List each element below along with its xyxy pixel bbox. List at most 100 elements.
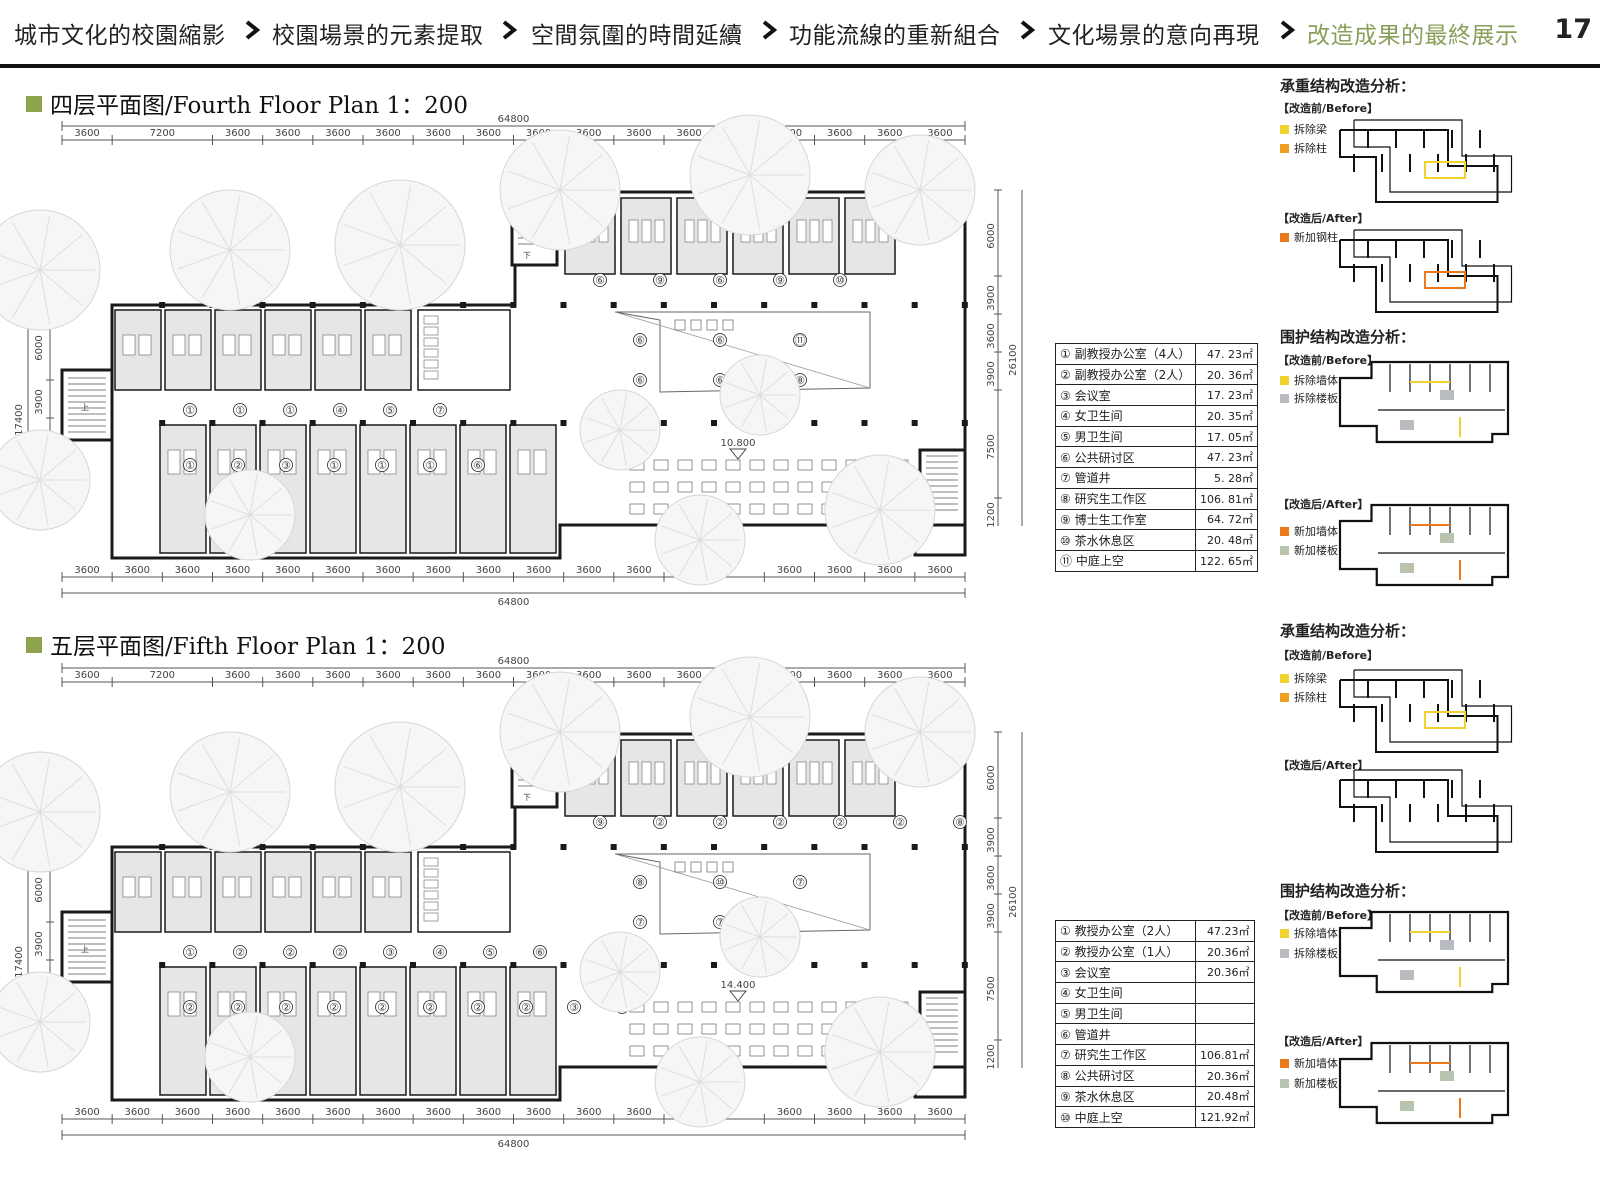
frame-top bbox=[1353, 229, 1513, 303]
room-name: ⑦ 研究生工作区 bbox=[1055, 1044, 1196, 1066]
tree-branch bbox=[872, 714, 921, 733]
room-area: 47. 23㎡ bbox=[1195, 343, 1258, 365]
room-name: ⑦ 管道井 bbox=[1055, 467, 1196, 489]
crumb-1[interactable]: 城市文化的校園縮影 bbox=[14, 23, 226, 49]
room-name: ⑤ 男卫生间 bbox=[1055, 1002, 1196, 1025]
room-marker-label: ② bbox=[835, 816, 845, 829]
tree-branch bbox=[39, 811, 83, 848]
tree-branch bbox=[0, 254, 41, 271]
tree-branch bbox=[699, 1041, 708, 1083]
room-area: 20.48㎡ bbox=[1195, 1085, 1255, 1108]
structural-column bbox=[359, 302, 366, 308]
work-table bbox=[797, 481, 813, 493]
stair-down-label: 下 bbox=[523, 793, 531, 802]
structural-column bbox=[610, 302, 617, 308]
west-stair bbox=[60, 368, 114, 442]
tree-branch bbox=[210, 500, 251, 516]
work-table bbox=[701, 481, 717, 493]
structural-column bbox=[711, 302, 717, 308]
tree-branch bbox=[39, 215, 51, 271]
tree-branch bbox=[725, 394, 761, 409]
room-name: ⑤ 男卫生间 bbox=[1055, 425, 1196, 448]
level-elevation: 14.400 bbox=[721, 980, 756, 991]
tree-branch bbox=[531, 141, 561, 191]
tree-branch bbox=[660, 1067, 701, 1083]
room-marker-label: ③ bbox=[385, 946, 395, 959]
tree-branch bbox=[210, 1056, 251, 1072]
structural-column bbox=[259, 962, 266, 968]
room-marker bbox=[279, 1000, 293, 1014]
work-table bbox=[629, 1023, 645, 1035]
tree-branch bbox=[832, 509, 881, 528]
structural-column bbox=[460, 420, 467, 426]
desk bbox=[217, 449, 231, 475]
room-marker bbox=[567, 1000, 581, 1014]
dim-label: 3600 bbox=[426, 1107, 451, 1118]
crumb-5[interactable]: 文化場景的意向再現 bbox=[1048, 23, 1260, 49]
plan-outline bbox=[1338, 503, 1510, 587]
tree-branch bbox=[585, 416, 621, 431]
structural-column bbox=[309, 844, 316, 850]
dim-label: 3600 bbox=[175, 565, 200, 576]
room-marker bbox=[893, 815, 907, 829]
tree-branch bbox=[894, 731, 921, 777]
dim-label: 3600 bbox=[225, 1107, 250, 1118]
tree-branch bbox=[879, 509, 920, 543]
tree-branch bbox=[559, 731, 571, 787]
desk bbox=[272, 334, 286, 356]
room-marker-label: ⑥ bbox=[715, 374, 725, 387]
tree-branch bbox=[741, 394, 761, 428]
lower-room bbox=[509, 966, 557, 1096]
room-area: 121.92㎡ bbox=[1195, 1106, 1255, 1128]
tree-branch bbox=[0, 1021, 41, 1038]
room-area: 47.23㎡ bbox=[1195, 920, 1255, 942]
dim-label: 3600 bbox=[375, 565, 400, 576]
dim-label: 3600 bbox=[175, 1107, 200, 1118]
tree-branch bbox=[39, 811, 51, 867]
dim-label: 3600 bbox=[626, 565, 651, 576]
tree-branch bbox=[39, 1021, 49, 1068]
crumb-4[interactable]: 功能流線的重新組合 bbox=[789, 23, 1001, 49]
work-table bbox=[690, 861, 702, 873]
structural-column bbox=[309, 420, 316, 426]
orange-swatch-icon bbox=[1280, 144, 1289, 153]
work-table bbox=[701, 1001, 717, 1013]
tree-branch bbox=[699, 1081, 708, 1123]
plan-outline bbox=[1338, 910, 1510, 994]
toilet-stall bbox=[423, 315, 439, 325]
crumb-6-active[interactable]: 改造成果的最終展示 bbox=[1307, 23, 1519, 49]
crumb-2[interactable]: 校園場景的元素提取 bbox=[272, 23, 484, 49]
structural-column bbox=[510, 844, 517, 850]
tree-branch bbox=[854, 1007, 881, 1053]
frame-base bbox=[1339, 129, 1499, 203]
tree-symbol-icon bbox=[824, 454, 936, 566]
tree-branch bbox=[879, 1002, 890, 1053]
structural-column bbox=[711, 420, 717, 426]
structural-column bbox=[359, 420, 366, 426]
crumb-3[interactable]: 空間氛圍的時間延續 bbox=[531, 23, 743, 49]
dim-label: 3600 bbox=[275, 670, 300, 681]
tree-branch bbox=[749, 139, 793, 176]
tree-branch bbox=[699, 513, 733, 541]
tree-symbol-icon bbox=[864, 676, 976, 788]
tree-branch bbox=[229, 791, 241, 847]
room-marker bbox=[471, 1000, 485, 1014]
room-area bbox=[1195, 982, 1255, 1004]
dim-label: 3600 bbox=[877, 565, 902, 576]
dim-label: 3600 bbox=[426, 128, 451, 139]
dim-label: 3900 bbox=[34, 931, 45, 956]
room-name: ⑨ 博士生工作室 bbox=[1055, 508, 1196, 531]
room-marker bbox=[793, 333, 807, 347]
work-table bbox=[674, 861, 686, 873]
room-area: 20. 36㎡ bbox=[1195, 363, 1258, 386]
dim-label: 17400 bbox=[14, 946, 25, 978]
removed-slab bbox=[1440, 940, 1454, 950]
tree-branch bbox=[369, 192, 401, 246]
toilet-stall bbox=[423, 348, 439, 358]
tree-branch bbox=[759, 394, 767, 432]
room-area: 106.81㎡ bbox=[1195, 1044, 1255, 1066]
room-area: 106. 81㎡ bbox=[1195, 487, 1258, 510]
structure-analysis-title-4: 承重结构改造分析： bbox=[1280, 77, 1416, 95]
dim-label: 3600 bbox=[626, 128, 651, 139]
